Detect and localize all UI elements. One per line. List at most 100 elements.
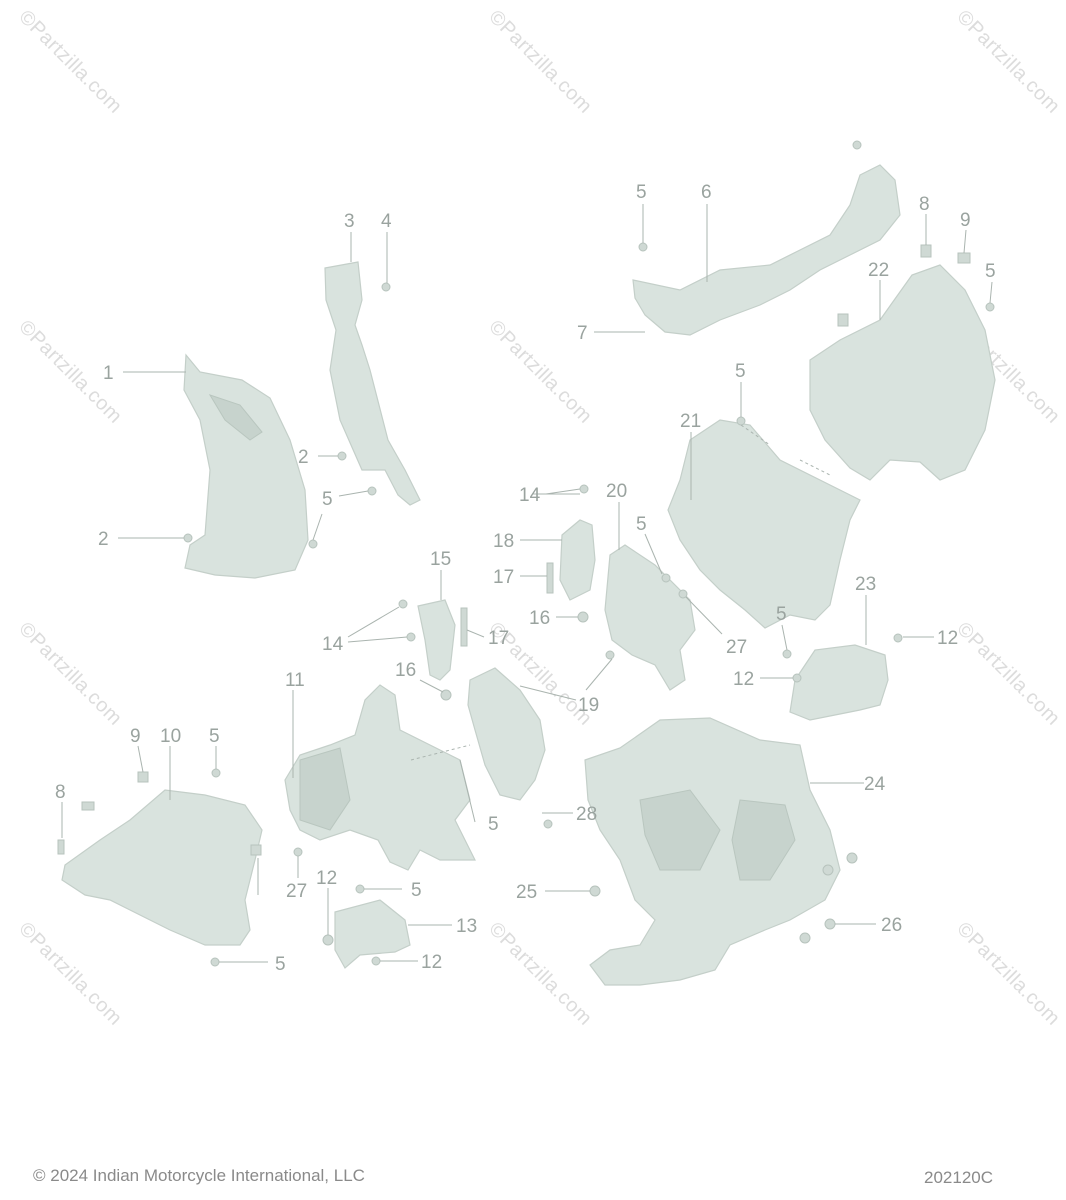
leader-line — [989, 281, 993, 304]
hardware-fastener — [440, 689, 452, 701]
part-19-side-panel — [467, 667, 546, 801]
callout-28: 28 — [576, 804, 597, 825]
callout-9: 9 — [960, 210, 971, 231]
part-22-right-assembly — [809, 264, 996, 481]
hardware-fastener — [543, 819, 553, 829]
hardware-fastener — [337, 451, 347, 461]
hardware-clip — [57, 839, 65, 855]
part-24-main-frame — [584, 717, 841, 986]
leader-line — [312, 513, 323, 541]
hardware-fastener — [799, 932, 811, 944]
hardware-fastener — [893, 633, 903, 643]
callout-16: 16 — [529, 608, 550, 629]
leader-line — [137, 745, 144, 773]
callout-8: 8 — [55, 782, 66, 803]
hardware-fastener — [308, 539, 318, 549]
callout-17: 17 — [493, 567, 514, 588]
callout-12: 12 — [937, 628, 958, 649]
copyright-notice: © 2024 Indian Motorcycle International, … — [33, 1166, 365, 1185]
callout-5: 5 — [411, 880, 422, 901]
callout-27: 27 — [726, 637, 747, 658]
leader-line — [519, 685, 577, 701]
hardware-fastener — [661, 573, 671, 583]
hardware-fastener — [293, 847, 303, 857]
callout-4: 4 — [381, 211, 392, 232]
callout-24: 24 — [864, 774, 886, 795]
hardware-fastener — [824, 918, 836, 930]
callout-5: 5 — [776, 604, 787, 625]
diagram-code: 202120C — [924, 1168, 994, 1187]
hardware-fastener — [577, 611, 589, 623]
part-24-window — [639, 789, 721, 871]
part-24-window — [731, 799, 796, 881]
part-13-bracket — [334, 899, 411, 969]
callout-1: 1 — [103, 363, 114, 384]
hardware-fastener — [638, 242, 648, 252]
callout-18: 18 — [493, 531, 514, 552]
part-6-crossmember — [632, 164, 901, 336]
part-20-duct-panel — [604, 544, 696, 691]
leader-line — [545, 488, 581, 495]
callout-9: 9 — [130, 726, 141, 747]
leader-line — [466, 629, 485, 638]
leader-line — [419, 679, 444, 693]
part-3-bracket — [324, 261, 421, 506]
callout-15: 15 — [430, 549, 451, 570]
callout-22: 22 — [868, 260, 889, 281]
leader-line — [644, 533, 663, 575]
hardware-fastener — [183, 533, 193, 543]
callout-5: 5 — [636, 514, 647, 535]
part-1-fairing-panel — [183, 353, 309, 579]
part-11-cylinder — [299, 747, 351, 831]
callout-2: 2 — [98, 529, 109, 550]
hardware-clip — [957, 252, 971, 264]
callout-13: 13 — [456, 916, 477, 937]
leader-line — [410, 744, 471, 761]
callout-5: 5 — [636, 182, 647, 203]
hardware-clip — [920, 244, 932, 258]
hardware-fastener — [846, 852, 858, 864]
hardware-fastener — [736, 416, 746, 426]
hardware-spring — [546, 562, 554, 594]
leader-line — [338, 490, 369, 497]
hardware-fastener — [381, 282, 391, 292]
hardware-spring — [460, 607, 468, 647]
callout-3: 3 — [344, 211, 355, 232]
part-1-detail — [208, 394, 263, 441]
callout-12: 12 — [733, 669, 754, 690]
hardware-clip — [250, 844, 262, 856]
leader-line — [459, 759, 476, 823]
hardware-fastener — [371, 956, 381, 966]
part-18-bracket — [559, 519, 596, 601]
part-15-bracket — [417, 599, 456, 681]
hardware-fastener — [605, 650, 615, 660]
callout-21: 21 — [680, 411, 701, 432]
leader-line — [347, 606, 400, 638]
leader-line — [963, 229, 967, 254]
leader-line — [781, 624, 788, 651]
hardware-fastener — [792, 673, 802, 683]
hardware-fastener — [322, 934, 334, 946]
leader-line — [585, 658, 613, 691]
callout-5: 5 — [735, 361, 746, 382]
callout-14: 14 — [519, 485, 541, 506]
hardware-fastener — [355, 884, 365, 894]
hardware-fastener — [367, 486, 377, 496]
part-10-lower-left-assembly — [61, 789, 263, 946]
callout-5: 5 — [322, 489, 333, 510]
hardware-fastener — [782, 649, 792, 659]
callout-19: 19 — [578, 695, 599, 716]
part-21-center-fairing — [667, 419, 861, 629]
hardware-clip — [81, 801, 95, 811]
hardware-fastener — [211, 768, 221, 778]
hardware-fastener — [678, 589, 688, 599]
callout-7: 7 — [577, 323, 588, 344]
callout-6: 6 — [701, 182, 712, 203]
hardware-fastener — [398, 599, 408, 609]
callout-27: 27 — [286, 881, 307, 902]
callout-12: 12 — [316, 868, 337, 889]
hardware-fastener — [985, 302, 995, 312]
callout-10: 10 — [160, 726, 181, 747]
callout-8: 8 — [919, 194, 930, 215]
